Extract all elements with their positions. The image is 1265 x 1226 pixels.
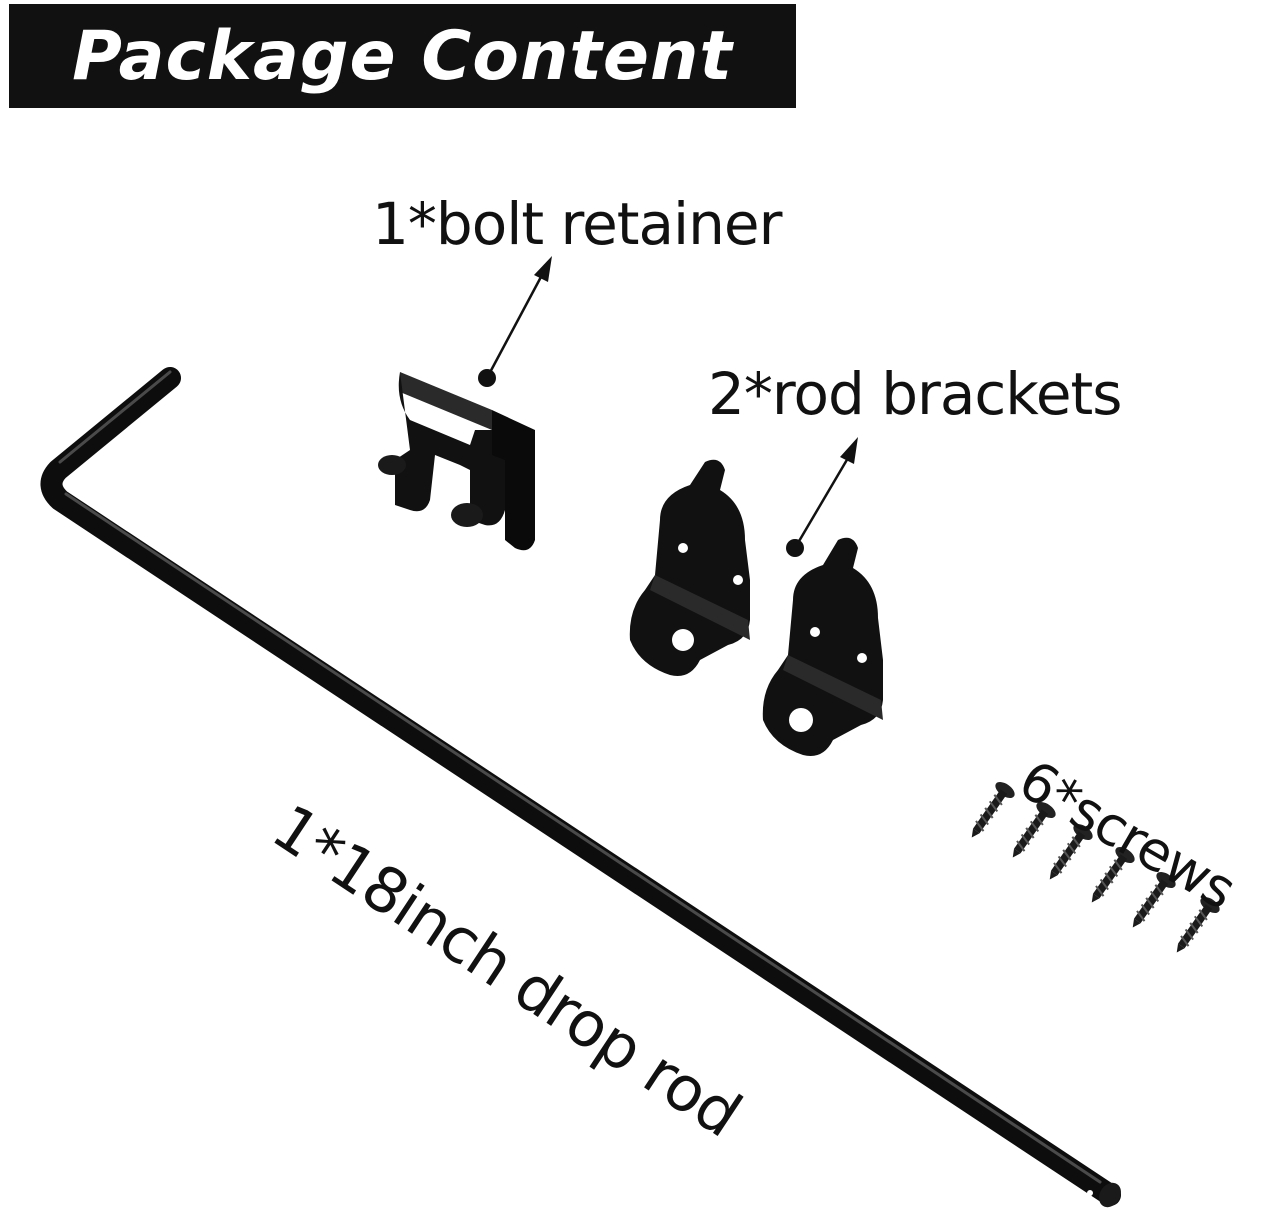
rod-bracket-image-1 bbox=[629, 459, 750, 676]
screw-1 bbox=[971, 782, 1015, 838]
bolt-retainer-image bbox=[378, 372, 535, 551]
title-banner: Package Content bbox=[9, 4, 796, 108]
screw-6 bbox=[1176, 897, 1220, 953]
screw-4 bbox=[1091, 847, 1135, 903]
retainer-arrow bbox=[478, 256, 552, 387]
brackets-arrow bbox=[786, 437, 858, 557]
bolt-retainer-label: 1*bolt retainer bbox=[372, 190, 782, 258]
screw-2 bbox=[1012, 802, 1056, 858]
drop-rod-image bbox=[40, 367, 1121, 1208]
rod-bracket-image-2 bbox=[762, 537, 883, 756]
screw-5 bbox=[1132, 872, 1176, 928]
screw-3 bbox=[1049, 824, 1093, 880]
screws-image bbox=[971, 782, 1220, 953]
page-title: Package Content bbox=[72, 16, 733, 96]
rod-brackets-label: 2*rod brackets bbox=[708, 360, 1122, 428]
